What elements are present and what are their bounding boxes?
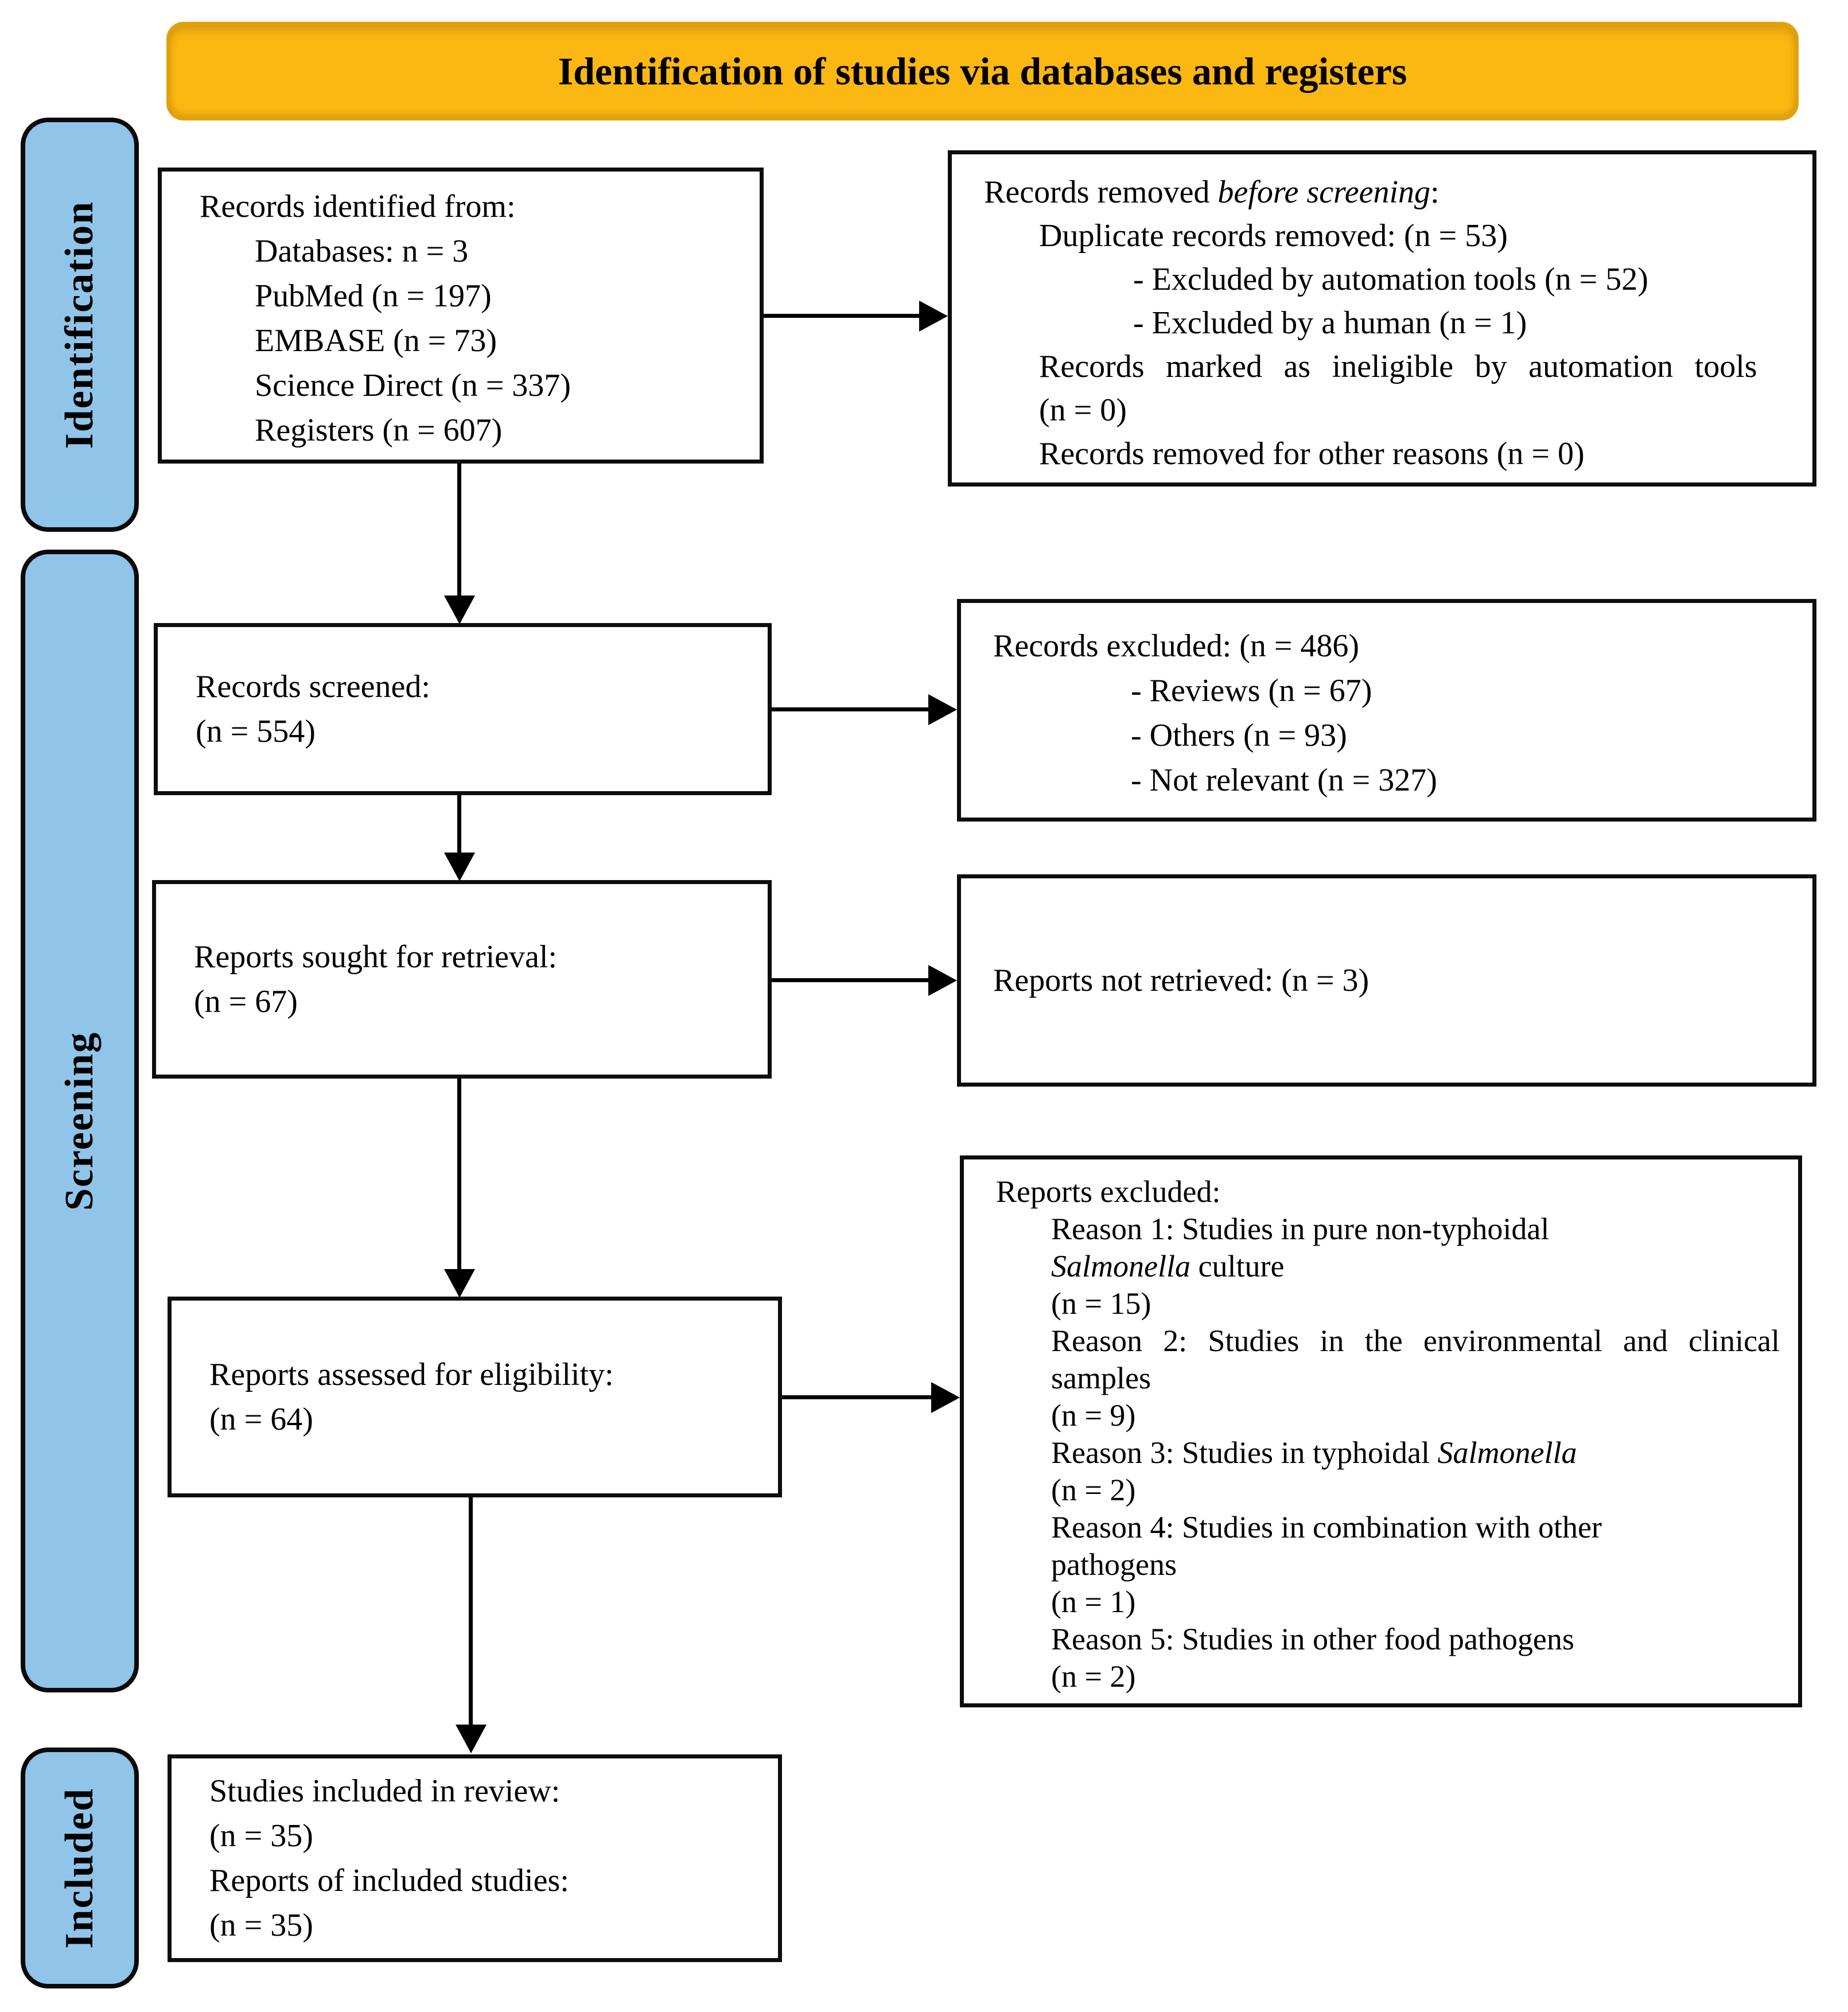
stage-label-screening: Screening	[21, 550, 139, 1692]
records-removed-excluded-human: - Excluded by a human (n = 1)	[1133, 305, 1527, 341]
reports-excluded-reason2-n: (n = 9)	[1051, 1398, 1136, 1433]
box-records-excluded: Records excluded: (n = 486) - Reviews (n…	[957, 599, 1816, 822]
records-identified-title: Records identified from:	[200, 189, 516, 224]
box-reports-assessed: Reports assessed for eligibility: (n = 6…	[168, 1297, 782, 1497]
reports-excluded-reason1-n: (n = 15)	[1051, 1286, 1151, 1321]
arrow-line	[457, 464, 461, 599]
records-screened-line1: Records screened:	[196, 669, 430, 705]
arrow-head-icon	[928, 694, 957, 725]
arrow-head-icon	[444, 596, 475, 624]
stage-label-identification: Identification	[21, 118, 139, 532]
records-excluded-bullet: - Not relevant (n = 327)	[1131, 762, 1437, 798]
records-identified-item: Registers (n = 607)	[255, 412, 503, 448]
arrow-head-icon	[919, 301, 948, 332]
arrow-head-icon	[928, 965, 957, 996]
reports-excluded-reason4-line2: pathogens	[1051, 1547, 1177, 1582]
reports-not-retrieved-line1: Reports not retrieved: (n = 3)	[993, 963, 1370, 998]
studies-included-line2: (n = 35)	[209, 1818, 313, 1854]
stage-label-identification-text: Identification	[57, 200, 102, 449]
box-reports-sought: Reports sought for retrieval: (n = 67)	[152, 880, 772, 1079]
arrow-line	[469, 1497, 473, 1727]
box-records-screened: Records screened: (n = 554)	[154, 623, 772, 795]
arrow-line	[782, 1395, 933, 1399]
records-removed-excluded-automation: - Excluded by automation tools (n = 52)	[1133, 262, 1648, 297]
reports-excluded-reason2-line1: Reason 2: Studies in the environmental a…	[1051, 1324, 1780, 1358]
box-reports-excluded: Reports excluded: Reason 1: Studies in p…	[960, 1155, 1802, 1707]
arrow-head-icon	[444, 853, 475, 881]
records-removed-title: Records removed before screening:	[984, 174, 1440, 210]
stage-label-screening-text: Screening	[57, 1031, 102, 1211]
records-excluded-bullet: - Others (n = 93)	[1131, 718, 1347, 753]
box-studies-included: Studies included in review: (n = 35) Rep…	[168, 1754, 782, 1962]
box-reports-not-retrieved: Reports not retrieved: (n = 3)	[957, 874, 1816, 1087]
reports-excluded-reason4-line1: Reason 4: Studies in combination with ot…	[1051, 1510, 1602, 1544]
reports-excluded-reason3-n: (n = 2)	[1051, 1473, 1136, 1507]
records-removed-ineligible-n: (n = 0)	[1039, 392, 1127, 428]
records-excluded-bullet: - Reviews (n = 67)	[1131, 673, 1372, 709]
banner: Identification of studies via databases …	[166, 22, 1799, 120]
studies-included-line1: Studies included in review:	[209, 1773, 561, 1809]
records-identified-item: PubMed (n = 197)	[255, 278, 492, 314]
records-identified-item: Databases: n = 3	[255, 233, 469, 269]
arrow-line	[772, 978, 931, 982]
records-removed-duplicate: Duplicate records removed: (n = 53)	[1039, 218, 1508, 254]
reports-excluded-reason5-n: (n = 2)	[1051, 1659, 1136, 1694]
box-records-removed: Records removed before screening: Duplic…	[948, 150, 1816, 487]
reports-excluded-reason5-line1: Reason 5: Studies in other food pathogen…	[1051, 1622, 1574, 1656]
box-records-identified: Records identified from: Databases: n = …	[158, 168, 764, 464]
reports-excluded-title: Reports excluded:	[996, 1174, 1221, 1209]
reports-sought-line2: (n = 67)	[194, 984, 298, 1019]
banner-title: Identification of studies via databases …	[558, 49, 1407, 93]
arrow-line	[457, 795, 461, 854]
reports-excluded-reason4-n: (n = 1)	[1051, 1585, 1136, 1619]
arrow-line	[764, 314, 921, 318]
reports-assessed-line1: Reports assessed for eligibility:	[209, 1357, 614, 1392]
records-identified-item: EMBASE (n = 73)	[255, 323, 497, 359]
arrow-line	[457, 1079, 461, 1270]
reports-assessed-line2: (n = 64)	[209, 1402, 313, 1437]
arrow-head-icon	[444, 1269, 475, 1298]
records-removed-other-reasons: Records removed for other reasons (n = 0…	[1039, 436, 1585, 472]
reports-excluded-reason1-line1: Reason 1: Studies in pure non-typhoidal	[1051, 1212, 1550, 1246]
reports-excluded-reason2-line2: samples	[1051, 1361, 1151, 1395]
arrow-line	[772, 707, 931, 711]
records-screened-line2: (n = 554)	[196, 714, 316, 749]
reports-excluded-reason1-line2: Salmonella culture	[1051, 1249, 1285, 1283]
studies-included-line3: Reports of included studies:	[209, 1863, 569, 1898]
reports-excluded-reason3-line1: Reason 3: Studies in typhoidal Salmonell…	[1051, 1435, 1577, 1470]
reports-sought-line1: Reports sought for retrieval:	[194, 939, 557, 975]
arrow-head-icon	[931, 1382, 960, 1413]
stage-label-included: Included	[21, 1748, 139, 1988]
arrow-head-icon	[456, 1725, 487, 1753]
records-excluded-title: Records excluded: (n = 486)	[993, 628, 1360, 664]
records-identified-item: Science Direct (n = 337)	[255, 368, 571, 403]
studies-included-line4: (n = 35)	[209, 1908, 313, 1943]
records-removed-ineligible: Records marked as ineligible by automati…	[1039, 349, 1757, 384]
stage-label-included-text: Included	[57, 1787, 102, 1949]
